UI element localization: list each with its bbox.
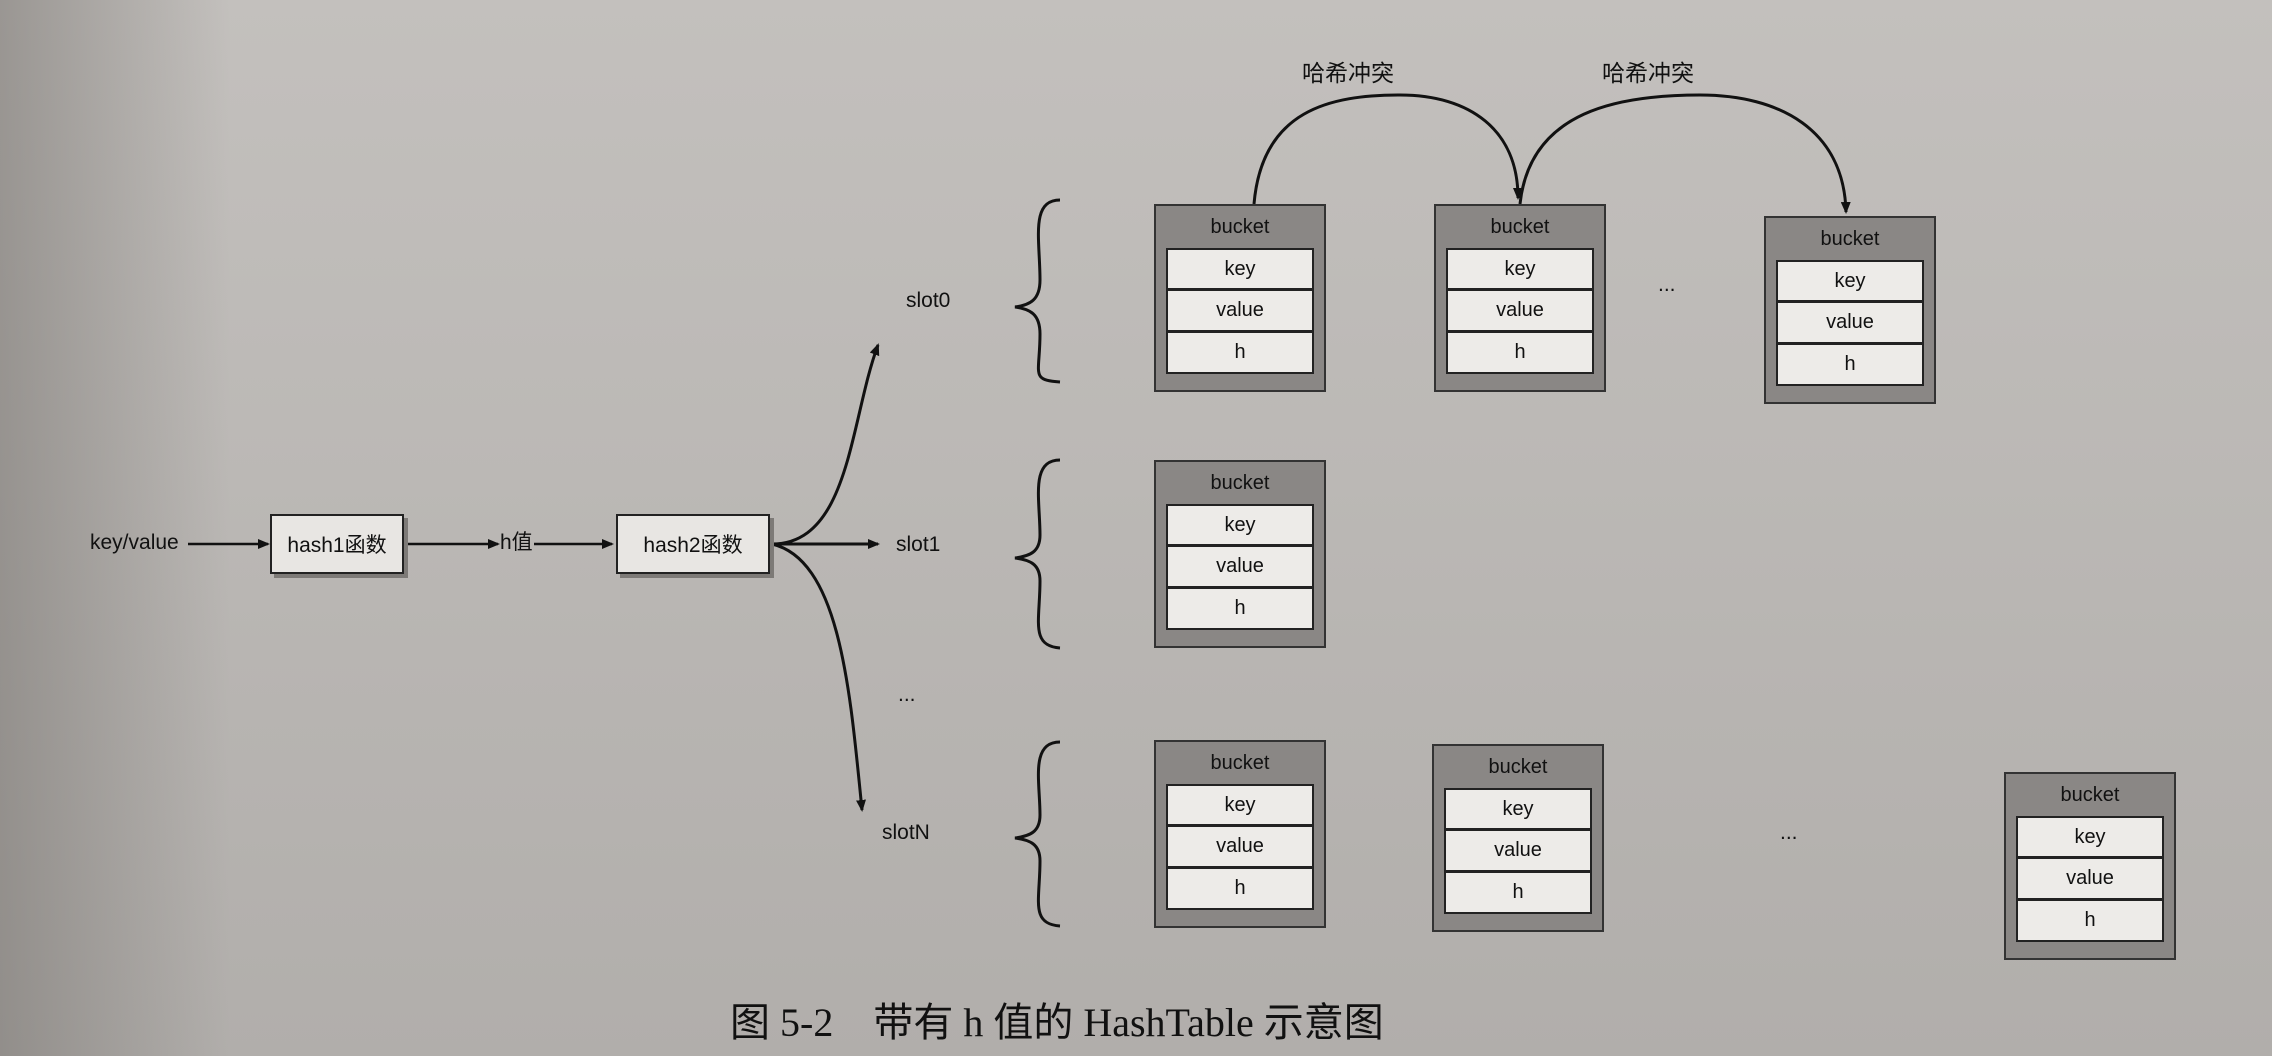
bucket-h-field: h [1166, 588, 1314, 630]
bucket-key-field: key [1444, 788, 1592, 830]
bucket-value-field: value [1166, 546, 1314, 588]
bucket-h-field: h [1776, 344, 1924, 386]
bucket-value-field: value [1446, 290, 1594, 332]
bucket-key-field: key [1446, 248, 1594, 290]
bucket-h-field: h [1166, 868, 1314, 910]
bucket-slotN-2: bucket key value h [1432, 744, 1604, 932]
chain-ellipsis-slot0: ... [1658, 273, 1676, 296]
slots-ellipsis: ... [898, 683, 916, 706]
bucket-slotN-1: bucket key value h [1154, 740, 1326, 928]
bucket-slot1-1: bucket key value h [1154, 460, 1326, 648]
slotN-label: slotN [882, 821, 930, 844]
arrow-hash2-to-slotN [771, 542, 866, 812]
bucket-title: bucket [1820, 227, 1880, 250]
collision-arrow-2 [1518, 93, 1851, 214]
bucket-key-field: key [1776, 260, 1924, 302]
hash-collision-label-2: 哈希冲突 [1602, 60, 1694, 86]
bucket-value-field: value [2016, 858, 2164, 900]
bucket-slot0-2: bucket key value h [1434, 204, 1606, 392]
brace-slotN [1014, 740, 1061, 928]
bucket-title: bucket [2060, 783, 2120, 806]
bucket-value-field: value [1776, 302, 1924, 344]
hash2-function-box: hash2函数 [616, 514, 770, 574]
slot0-label: slot0 [906, 289, 951, 312]
bucket-value-field: value [1444, 830, 1592, 872]
chain-ellipsis-slotN: ... [1780, 821, 1798, 844]
bucket-h-field: h [1446, 332, 1594, 374]
bucket-h-field: h [2016, 900, 2164, 942]
bucket-key-field: key [1166, 784, 1314, 826]
arrow-hash2-to-slot0 [771, 343, 880, 546]
bucket-slot0-1: bucket key value h [1154, 204, 1326, 392]
key-value-label: key/value [90, 531, 179, 554]
bucket-value-field: value [1166, 826, 1314, 868]
figure-caption: 图 5-2 带有 h 值的 HashTable 示意图 [730, 1000, 1384, 1045]
bucket-key-field: key [1166, 248, 1314, 290]
bucket-slot0-3: bucket key value h [1764, 216, 1936, 404]
bucket-slotN-3: bucket key value h [2004, 772, 2176, 960]
collision-arrow-1 [1252, 93, 1523, 205]
bucket-key-field: key [1166, 504, 1314, 546]
bucket-title: bucket [1210, 215, 1270, 238]
h-value-label: h值 [500, 531, 533, 554]
hash-collision-label-1: 哈希冲突 [1302, 60, 1394, 86]
bucket-h-field: h [1444, 872, 1592, 914]
slot1-label: slot1 [896, 533, 941, 556]
bucket-key-field: key [2016, 816, 2164, 858]
bucket-title: bucket [1210, 751, 1270, 774]
brace-slot0 [1014, 198, 1061, 384]
bucket-value-field: value [1166, 290, 1314, 332]
bucket-title: bucket [1488, 755, 1548, 778]
bucket-h-field: h [1166, 332, 1314, 374]
bucket-title: bucket [1210, 471, 1270, 494]
hash1-function-box: hash1函数 [270, 514, 404, 574]
bucket-title: bucket [1490, 215, 1550, 238]
brace-slot1 [1014, 458, 1061, 650]
